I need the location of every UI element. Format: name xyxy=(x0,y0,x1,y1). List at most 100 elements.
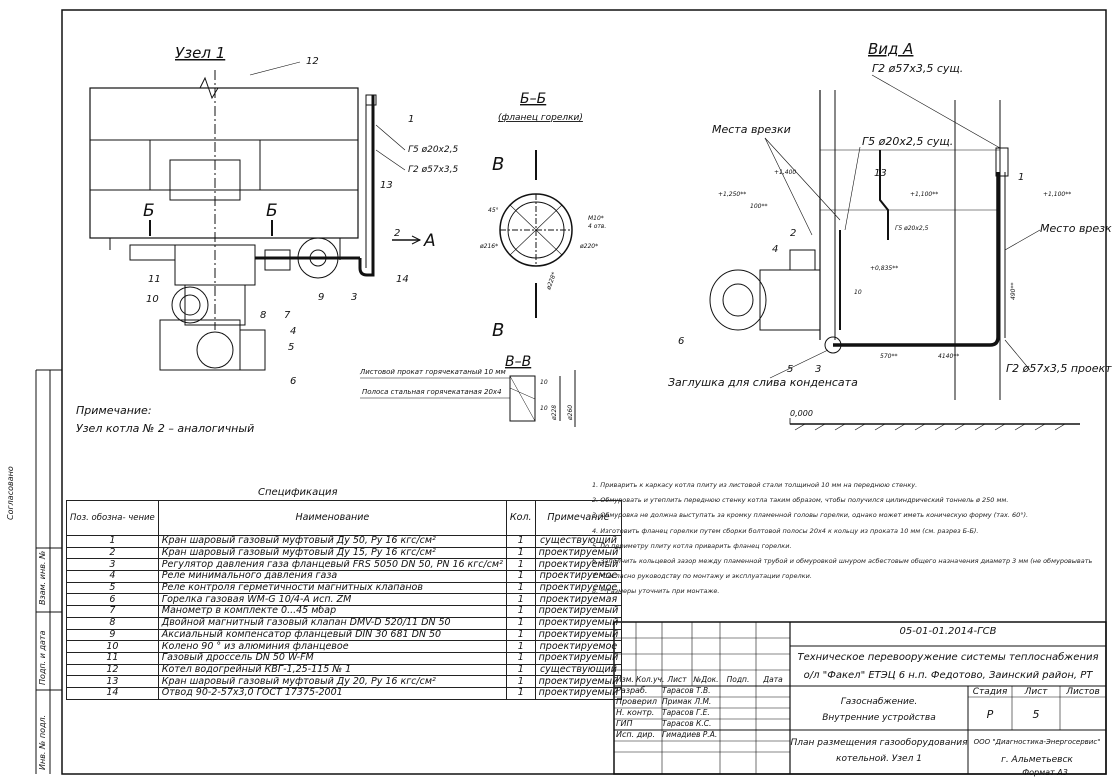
elevation-mark: 10 xyxy=(854,289,862,296)
spec-qty: 1 xyxy=(505,535,536,548)
tb-stage: Р xyxy=(986,708,994,721)
bb-dim-holes: 4 отв. xyxy=(588,223,606,230)
spec-note: существующий xyxy=(534,663,623,677)
node1-title: Узел 1 xyxy=(175,44,225,62)
tb-person: Тарасов К.С. xyxy=(662,719,712,728)
tb-sheets-label: Листов xyxy=(1066,687,1100,697)
side-replace-inv: Взам. инв. № xyxy=(38,550,47,605)
tie-in-label: Места врезки xyxy=(712,123,791,136)
elevation-mark: 490** xyxy=(1010,283,1017,300)
spec-pos: 12 xyxy=(66,663,159,677)
spec-header-name: Наименование xyxy=(157,500,507,536)
callout-number: 4 xyxy=(290,326,296,337)
tb-format: Формат А3 xyxy=(1022,768,1068,777)
spec-note: проектируемый xyxy=(534,616,623,630)
side-approved: Согласовано xyxy=(6,466,15,520)
general-notes: 1. Приварить к каркасу котла плиту из ли… xyxy=(592,478,1092,600)
callout-number: 3 xyxy=(351,292,357,303)
note-item: 7. *Согласно руководству по монтажу и эк… xyxy=(592,572,812,581)
callout-number: 8 xyxy=(260,310,266,321)
spec-name: Колено 90 ° из алюминия фланцевое xyxy=(157,640,507,653)
elevation-mark: Г5 ø20х2,5 xyxy=(895,225,929,232)
spec-qty: 1 xyxy=(505,675,536,688)
elevation-mark: +1,100** xyxy=(910,191,938,198)
tb-stage-label: Стадия xyxy=(972,687,1008,697)
g2-exist-label: Г2 ø57х3,5 сущ. xyxy=(872,62,963,75)
spec-qty: 1 xyxy=(505,640,536,653)
note-item: 3. Обмуровка не должна выступать за кром… xyxy=(592,511,1029,520)
spec-qty: 1 xyxy=(505,593,536,607)
tb-section: Газоснабжение. xyxy=(840,697,918,707)
note-item: 1. Приварить к каркасу котла плиту из ли… xyxy=(592,481,918,489)
spec-note: проектируемый xyxy=(534,558,623,572)
tb-role: Проверил xyxy=(616,697,658,706)
spec-note: проектируемая xyxy=(534,593,623,607)
spec-pos: 1 xyxy=(66,535,159,548)
callout-number: 10 xyxy=(146,294,159,305)
section-vv-title: В–В xyxy=(505,354,531,370)
callout-number: 5 xyxy=(288,342,294,353)
section-bb-letter-top: В xyxy=(492,154,504,175)
spec-pos: 5 xyxy=(66,581,159,595)
spec-pos: 4 xyxy=(66,570,159,583)
tb-org: ООО "Диагностика-Энергосервис" xyxy=(973,738,1101,746)
note-item: 2. Обмуровать и утеплить переднюю стенку… xyxy=(592,496,1009,505)
spec-name: Котел водогрейный КВГ-1,25-115 № 1 xyxy=(157,663,507,677)
elevation-mark: +0,835** xyxy=(870,265,898,272)
spec-name: Аксиальный компенсатор фланцевый DIN 30 … xyxy=(157,628,507,642)
bb-dim-228: ø228* xyxy=(545,271,558,291)
spec-name: Кран шаровый газовый муфтовый Ду 15, Ру … xyxy=(157,546,507,560)
spec-name: Кран шаровый газовый муфтовый Ду 20, Ру … xyxy=(157,675,507,688)
spec-qty: 1 xyxy=(505,570,536,583)
spec-pos: 14 xyxy=(66,686,159,700)
view-a xyxy=(709,74,1080,431)
spec-qty: 1 xyxy=(505,546,536,560)
callout-number: 6 xyxy=(678,336,684,347)
spec-qty: 1 xyxy=(505,616,536,630)
vv-dim-1: 10 xyxy=(540,379,548,386)
g5-exist-label: Г5 ø20х2,5 сущ. xyxy=(862,135,953,148)
spec-name: Кран шаровый газовый муфтовый Ду 50, Ру … xyxy=(157,535,507,548)
callout-number: 11 xyxy=(148,274,161,285)
callout-number: 13 xyxy=(874,168,887,179)
spec-name: Двойной магнитный газовый клапан DMV-D 5… xyxy=(157,616,507,630)
spec-note: проектируемый xyxy=(534,675,623,688)
callout-number: 14 xyxy=(396,274,409,285)
spec-pos: 8 xyxy=(66,616,159,630)
spec-name: Реле минимального давления газа xyxy=(157,570,507,583)
tb-role: ГИП xyxy=(616,719,633,728)
spec-pos: 7 xyxy=(66,605,159,618)
tb-sheet-title: План размещения газооборудования xyxy=(790,738,968,748)
tb-person: Примак Л.М. xyxy=(662,697,712,706)
view-label-a: А xyxy=(423,231,436,251)
elevation-mark: +1,400 xyxy=(774,169,796,176)
spec-qty: 1 xyxy=(505,628,536,642)
tb-city: г. Альметьевск xyxy=(1001,755,1073,765)
callout-number: 4 xyxy=(772,244,778,255)
spec-name: Горелка газовая WM-G 10/4-А исп. ZM xyxy=(157,593,507,607)
elevation-mark: +1,100** xyxy=(1043,191,1071,198)
callout-number: 1 xyxy=(408,114,414,125)
spec-title: Спецификация xyxy=(258,487,338,498)
strip-steel-label: Полоса стальная горячекатаная 20х4 xyxy=(362,388,502,396)
tb-col-header: Подп. xyxy=(726,675,750,684)
tb-col-header: Дата xyxy=(763,675,783,684)
spec-pos: 9 xyxy=(66,628,159,642)
spec-name: Регулятор давления газа фланцевый FRS 50… xyxy=(157,558,507,572)
spec-name: Реле контроля герметичности магнитных кл… xyxy=(157,581,507,595)
tb-doc-code: 05-01-01.2014-ГСВ xyxy=(899,626,997,637)
tb-person: Тарасов Г.Е. xyxy=(662,708,710,717)
node1-view xyxy=(89,70,422,371)
callout-number: 12 xyxy=(306,56,319,67)
callout-number: 2 xyxy=(790,228,796,239)
tb-col-header: №Док. xyxy=(693,675,719,684)
elevation-mark: +1,250** xyxy=(718,191,746,198)
spec-qty: 1 xyxy=(505,558,536,572)
callout-number: 9 xyxy=(318,292,324,303)
